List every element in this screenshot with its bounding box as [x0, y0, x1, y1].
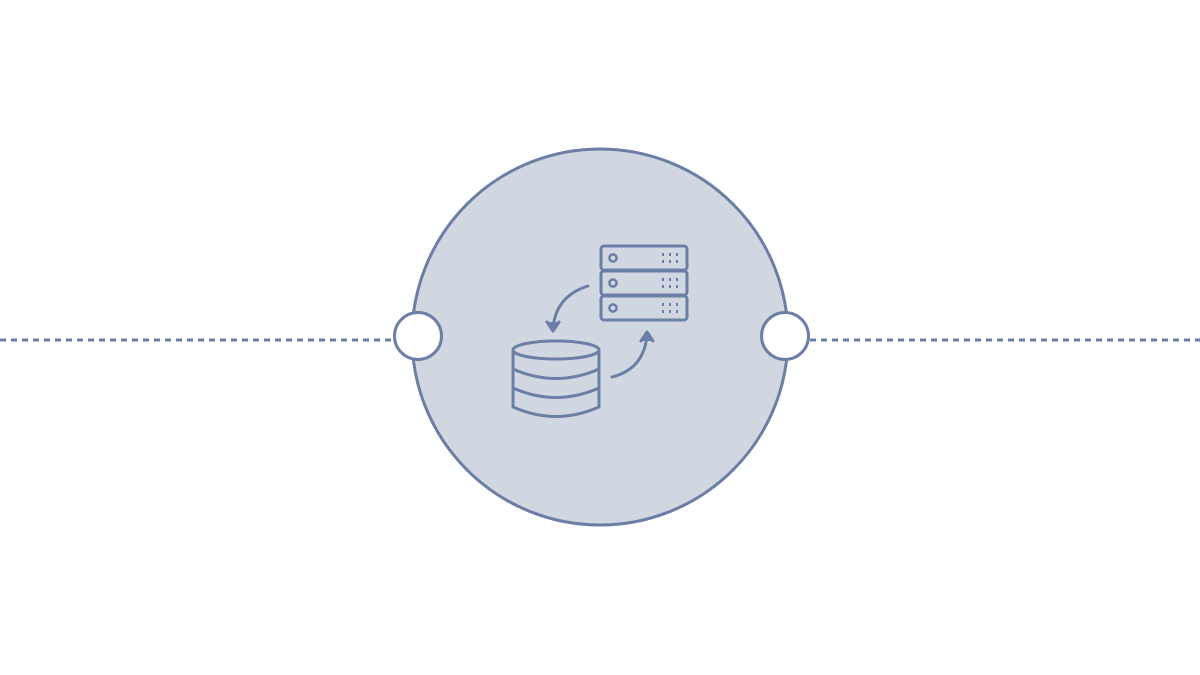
right-port[interactable]	[760, 311, 810, 361]
main-node-circle	[410, 147, 790, 527]
server-rack-icon	[599, 244, 689, 322]
database-icon	[511, 339, 601, 418]
curved-arrow-down-icon	[545, 284, 590, 333]
curved-arrow-up-icon	[610, 330, 655, 379]
left-port[interactable]	[393, 311, 443, 361]
